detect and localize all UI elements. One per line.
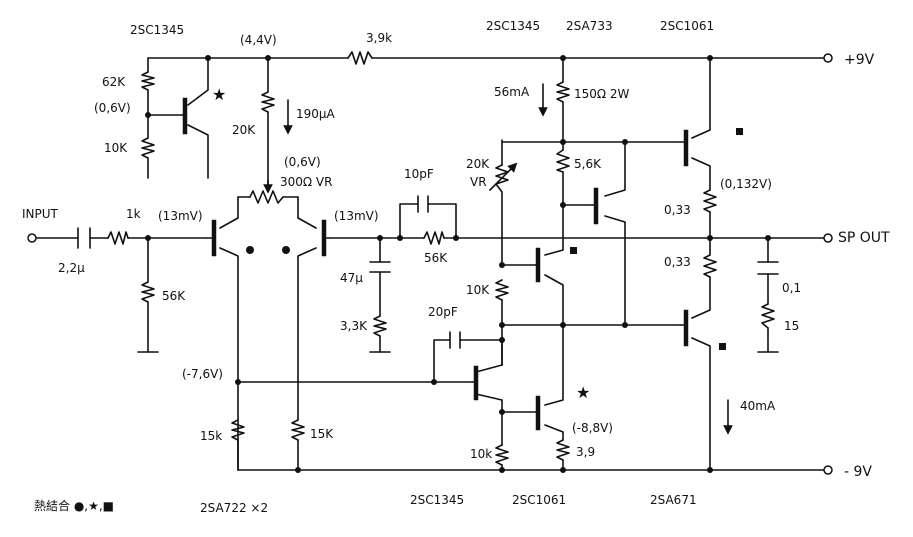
label-47u: 47μ — [340, 271, 363, 285]
label-20k-vr: 20K — [466, 157, 490, 171]
trimmer-300-vr — [249, 190, 284, 204]
label-neg-7-6v: (-7,6V) — [182, 367, 223, 381]
current-arrows — [283, 83, 733, 435]
label-2sc1061-bot: 2SC1061 — [512, 493, 566, 507]
label-2sc1345-top: 2SC1345 — [130, 23, 184, 37]
label-40ma: 40mA — [740, 399, 776, 413]
junctions: ★ ★ — [145, 55, 771, 473]
label-neg-8-8v: (-8,8V) — [572, 421, 613, 435]
label-56k-fb: 56K — [424, 251, 448, 265]
resistor-10k-vas — [495, 279, 509, 301]
label-0-6v-left: (0,6V) — [94, 101, 131, 115]
thermal-dot-mark — [282, 246, 290, 254]
resistor-15k-a — [231, 419, 245, 441]
label-4-4v: (4,4V) — [240, 33, 277, 47]
minus-rail-terminal — [823, 465, 833, 475]
terminals — [27, 53, 833, 475]
label-thermal-note: 熱結合 ●,★,■ — [34, 498, 114, 513]
label-13mv-left: (13mV) — [158, 209, 203, 223]
label-20k: 20K — [232, 123, 256, 137]
resistors — [107, 51, 775, 466]
thermal-star-mark: ★ — [212, 85, 226, 104]
label-2sc1345-bot: 2SC1345 — [410, 493, 464, 507]
label-10k-bias: 10K — [104, 141, 128, 155]
label-56k-in: 56K — [162, 289, 186, 303]
thermal-square-mark — [719, 343, 726, 350]
label-minus-9v: - 9V — [844, 464, 872, 480]
resistor-15k-b — [291, 419, 305, 441]
resistor-1k — [107, 231, 129, 245]
label-5-6k: 5,6K — [574, 157, 602, 171]
resistor-3-9k — [347, 51, 373, 65]
label-input: INPUT — [22, 207, 59, 221]
resistor-3-3k — [373, 315, 387, 337]
label-vr-tag: VR — [470, 175, 487, 189]
label-10pf: 10pF — [404, 167, 434, 181]
resistor-5-6k — [556, 149, 570, 173]
label-3-3k: 3,3K — [340, 319, 368, 333]
thermal-star-mark: ★ — [576, 383, 590, 402]
label-150-2w: 150Ω 2W — [574, 87, 630, 101]
label-2-2u: 2,2μ — [58, 261, 85, 275]
sp-out-terminal — [823, 233, 833, 243]
label-2sc1061-top: 2SC1061 — [660, 19, 714, 33]
label-0-132v: (0,132V) — [720, 177, 772, 191]
label-0-1: 0,1 — [782, 281, 801, 295]
resistor-15 — [761, 303, 775, 329]
resistor-62k — [141, 71, 155, 91]
label-1k: 1k — [126, 207, 141, 221]
input-terminal — [27, 233, 37, 243]
capacitors — [77, 195, 779, 349]
resistor-10k-bias — [141, 137, 155, 159]
label-0-33-top: 0,33 — [664, 203, 691, 217]
resistor-150 — [556, 81, 570, 103]
resistor-3-9 — [556, 439, 570, 461]
thermal-square-mark — [570, 247, 577, 254]
thermal-square-mark — [736, 128, 743, 135]
variable-resistors — [249, 162, 518, 204]
label-sp-out: SP OUT — [838, 230, 890, 246]
label-0-33-bot: 0,33 — [664, 255, 691, 269]
label-2sa722: 2SA722 ×2 — [200, 501, 268, 515]
label-0-6v-mid: (0,6V) — [284, 155, 321, 169]
label-2sa733: 2SA733 — [566, 19, 613, 33]
label-300-vr: 300Ω VR — [280, 175, 332, 189]
wiring — [35, 57, 826, 471]
resistor-0-33-top — [703, 189, 717, 213]
resistor-56k-fb — [423, 231, 445, 245]
label-10k-src: 10k — [470, 447, 492, 461]
label-56ma: 56mA — [494, 85, 530, 99]
label-2sa671: 2SA671 — [650, 493, 697, 507]
thermal-dot-mark — [246, 246, 254, 254]
resistor-0-33-bot — [703, 254, 717, 278]
label-13mv-right: (13mV) — [334, 209, 379, 223]
label-62k: 62K — [102, 75, 126, 89]
transistors — [181, 97, 689, 431]
labels: 2SC1345 (4,4V) 3,9k 2SC1345 2SA733 2SC10… — [22, 19, 890, 515]
plus-rail-terminal — [823, 53, 833, 63]
label-3-9: 3,9 — [576, 445, 595, 459]
label-15k-b: 15K — [310, 427, 334, 441]
label-190ua: 190μA — [296, 107, 336, 121]
resistor-20k — [261, 91, 275, 113]
resistor-10k-src — [495, 444, 509, 466]
label-10k-vas: 10K — [466, 283, 490, 297]
resistor-56k-in — [141, 281, 155, 303]
label-20pf: 20pF — [428, 305, 458, 319]
label-15: 15 — [784, 319, 799, 333]
label-3-9k: 3,9k — [366, 31, 392, 45]
label-2sc1345-mid: 2SC1345 — [486, 19, 540, 33]
label-plus-9v: +9V — [844, 52, 875, 68]
label-15k-a: 15k — [200, 429, 222, 443]
